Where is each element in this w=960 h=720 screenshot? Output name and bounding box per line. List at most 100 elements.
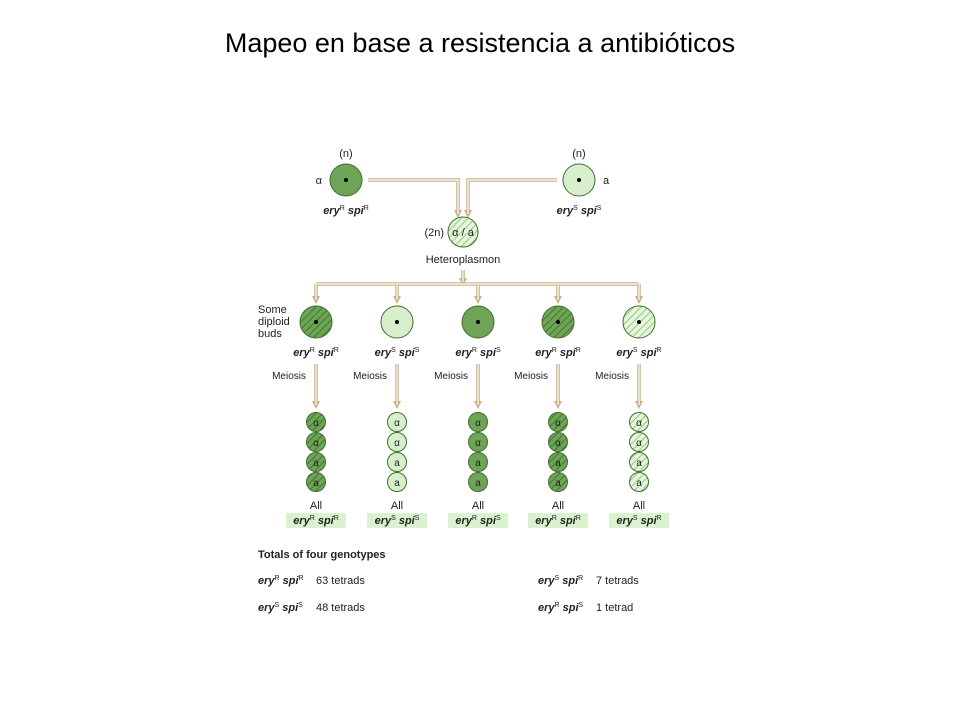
spore-cell bbox=[629, 412, 649, 432]
tetrad-genotype-label: eryS spiS bbox=[375, 515, 420, 527]
spore-cell bbox=[387, 472, 407, 492]
spore-cell bbox=[548, 472, 568, 492]
tetrad-genotype-label: eryR spiS bbox=[455, 515, 501, 527]
arrow-parent-left-core bbox=[368, 179, 459, 214]
all-label: All bbox=[391, 500, 403, 512]
meiosis-label: Meiosis bbox=[434, 371, 468, 382]
spore-cell bbox=[387, 412, 407, 432]
bud-genotype-label: eryS spiR bbox=[616, 347, 661, 359]
spore-cell bbox=[387, 452, 407, 472]
spore-cell bbox=[548, 452, 568, 472]
mating-type-label: α bbox=[316, 175, 323, 187]
nucleus-dot bbox=[556, 320, 560, 324]
meiosis-label: Meiosis bbox=[595, 371, 629, 382]
totals-genotype: eryR spiR bbox=[258, 575, 304, 587]
zygote-mating-label: α / a bbox=[452, 227, 475, 239]
connector-arrows bbox=[312, 178, 643, 409]
zygote-cell bbox=[447, 216, 479, 248]
spore-cell bbox=[548, 432, 568, 452]
nucleus-dot bbox=[314, 320, 318, 324]
genotype-highlight bbox=[448, 513, 508, 528]
spore-mating-label: α bbox=[555, 418, 561, 429]
totals-heading: Totals of four genotypes bbox=[258, 549, 386, 561]
spore-mating-label: α bbox=[475, 438, 481, 449]
spore-mating-label: a bbox=[555, 478, 561, 489]
spore-mating-label: a bbox=[394, 458, 400, 469]
zygote-ploidy-label: (2n) bbox=[424, 227, 444, 239]
parent-cell bbox=[329, 163, 363, 197]
bud-genotype-label: eryR spiR bbox=[293, 347, 339, 359]
spore-cell bbox=[306, 412, 326, 432]
totals-count: 7 tetrads bbox=[596, 575, 639, 587]
totals-count: 63 tetrads bbox=[316, 575, 365, 587]
nucleus-dot bbox=[577, 178, 581, 182]
spore-mating-label: α bbox=[475, 418, 481, 429]
spore-mating-label: α bbox=[394, 438, 400, 449]
spore-cell bbox=[306, 432, 326, 452]
nucleus-dot bbox=[637, 320, 641, 324]
bud-genotype-label: eryS spiS bbox=[375, 347, 420, 359]
all-label: All bbox=[310, 500, 322, 512]
spore-mating-label: α bbox=[636, 438, 642, 449]
genotype-highlight bbox=[367, 513, 427, 528]
parent-ploidy-label: (n) bbox=[572, 148, 585, 160]
spore-mating-label: a bbox=[475, 478, 481, 489]
diploid-bud-cell bbox=[380, 305, 414, 339]
spore-cell bbox=[468, 412, 488, 432]
mating-type-label: a bbox=[603, 175, 610, 187]
tetrad-genotype-label: eryS spiR bbox=[616, 515, 661, 527]
all-label: All bbox=[633, 500, 645, 512]
spore-cell bbox=[468, 452, 488, 472]
spore-mating-label: α bbox=[394, 418, 400, 429]
diploid-bud-cell bbox=[541, 305, 575, 339]
spore-cell bbox=[629, 472, 649, 492]
totals-count: 1 tetrad bbox=[596, 602, 633, 614]
spore-mating-label: α bbox=[636, 418, 642, 429]
spore-cell bbox=[306, 452, 326, 472]
spore-cell bbox=[548, 412, 568, 432]
totals-genotype: eryS spiS bbox=[258, 602, 303, 614]
buds-label-line: buds bbox=[258, 328, 282, 340]
bud-genotype-label: eryR spiS bbox=[455, 347, 501, 359]
spore-mating-label: α bbox=[313, 418, 319, 429]
parent-genotype-label: eryR spiR bbox=[323, 205, 369, 217]
meiosis-label: Meiosis bbox=[272, 371, 306, 382]
nucleus-dot bbox=[344, 178, 348, 182]
spore-mating-label: α bbox=[555, 438, 561, 449]
spore-mating-label: a bbox=[313, 478, 319, 489]
spore-cell bbox=[387, 432, 407, 452]
spore-cell bbox=[468, 472, 488, 492]
totals-genotype: eryR spiS bbox=[538, 602, 584, 614]
meiosis-label: Meiosis bbox=[353, 371, 387, 382]
genotype-highlight bbox=[286, 513, 346, 528]
spore-mating-label: a bbox=[394, 478, 400, 489]
arrow-parent-right bbox=[464, 178, 557, 218]
genotype-highlight bbox=[609, 513, 669, 528]
zygote: α / a (2n) Heteroplasmon bbox=[424, 216, 501, 266]
spore-mating-label: a bbox=[475, 458, 481, 469]
parent-ploidy-label: (n) bbox=[339, 148, 352, 160]
tetrad-genotype-label: eryR spiR bbox=[293, 515, 339, 527]
spore-cell bbox=[468, 432, 488, 452]
all-label: All bbox=[472, 500, 484, 512]
buds-label-line: Some bbox=[258, 304, 287, 316]
bud-genotype-label: eryR spiR bbox=[535, 347, 581, 359]
diploid-bud-cell bbox=[299, 305, 333, 339]
spore-cell bbox=[306, 472, 326, 492]
nucleus-dot bbox=[476, 320, 480, 324]
spore-mating-label: α bbox=[313, 438, 319, 449]
diploid-bud-cell bbox=[461, 305, 495, 339]
totals-count: 48 tetrads bbox=[316, 602, 365, 614]
totals-table: Totals of four genotypes eryR spiR 63 tetr… bbox=[258, 549, 639, 614]
all-label: All bbox=[552, 500, 564, 512]
spore-mating-label: a bbox=[313, 458, 319, 469]
heteroplasmon-label: Heteroplasmon bbox=[426, 254, 501, 266]
spore-cell bbox=[629, 452, 649, 472]
genotype-highlight bbox=[528, 513, 588, 528]
